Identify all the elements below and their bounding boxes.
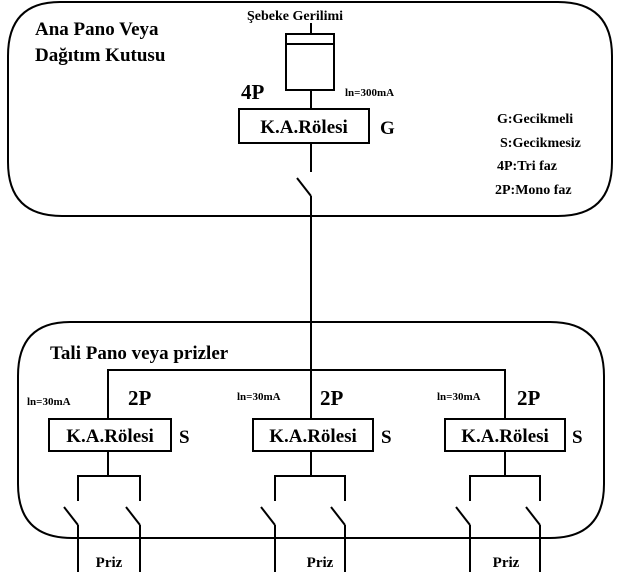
- branch-rcd-relay-label: K.A.Rölesi: [66, 426, 154, 447]
- branch-poles: 2P: [517, 386, 541, 410]
- branch-split-line: [274, 475, 346, 501]
- branch-3: ln=30mA 2P K.A.Rölesi S Priz: [437, 386, 583, 572]
- legend: G:Gecikmeli S:Gecikmesiz 4P:Tri faz 2P:M…: [495, 112, 581, 198]
- branch-split-line: [77, 475, 141, 501]
- supply-voltage-label: Şebeke Gerilimi: [247, 9, 343, 24]
- branch-rated-current: ln=30mA: [27, 396, 71, 408]
- outlet-switch-right: [330, 506, 346, 526]
- main-relay-type: G: [380, 118, 395, 139]
- outlet-label: Priz: [96, 555, 123, 571]
- sub-panel-border: [17, 321, 605, 539]
- main-panel-border: [7, 1, 613, 217]
- branch-rcd-relay-label: K.A.Rölesi: [269, 426, 357, 447]
- branch-relay-type: S: [179, 427, 190, 448]
- main-breaker: [285, 33, 335, 91]
- outlet-switch-right: [525, 506, 541, 526]
- sub-distribution-bus: [107, 369, 506, 390]
- branch-poles: 2P: [320, 386, 344, 410]
- branch-1: ln=30mA 2P K.A.Rölesi S Priz: [27, 386, 190, 572]
- branch-rcd-relay-label: K.A.Rölesi: [461, 426, 549, 447]
- legend-instant: S:Gecikmesiz: [500, 136, 581, 151]
- main-switch: [296, 177, 312, 197]
- branch-rated-current: ln=30mA: [237, 391, 281, 403]
- branch-split-line: [469, 475, 541, 501]
- branch-rcd-relay-box: [444, 418, 566, 452]
- outlet-label: Priz: [307, 555, 334, 571]
- legend-three-phase: 4P:Tri faz: [497, 159, 557, 174]
- branch-rcd-relay-box: [252, 418, 374, 452]
- main-panel-title-line1: Ana Pano Veya: [35, 19, 159, 40]
- branch-rated-current: ln=30mA: [437, 391, 481, 403]
- outlet-switch-left: [260, 506, 276, 526]
- main-breaker-poles: 4P: [241, 80, 265, 104]
- outlet-switch-left: [455, 506, 471, 526]
- main-rcd-relay-box: [238, 108, 370, 144]
- main-rated-current: ln=300mA: [345, 87, 394, 99]
- branch-rcd-relay-box: [48, 418, 172, 452]
- legend-single-phase: 2P:Mono faz: [495, 183, 572, 198]
- sub-panel: Tali Pano veya prizler ln=30mA 2P K.A.Rö…: [17, 321, 605, 572]
- branch-poles: 2P: [128, 386, 152, 410]
- branch-relay-type: S: [381, 427, 392, 448]
- outlet-label: Priz: [493, 555, 520, 571]
- sub-panel-title: Tali Pano veya prizler: [50, 343, 229, 364]
- legend-delayed: G:Gecikmeli: [497, 112, 573, 127]
- branch-2: ln=30mA 2P K.A.Rölesi S Priz: [237, 370, 392, 572]
- branch-relay-type: S: [572, 427, 583, 448]
- outlet-switch-left: [63, 506, 79, 526]
- main-panel: Ana Pano Veya Dağıtım Kutusu Şebeke Geri…: [7, 1, 613, 217]
- main-rcd-relay-label: K.A.Rölesi: [260, 117, 348, 138]
- main-panel-title-line2: Dağıtım Kutusu: [35, 45, 166, 66]
- outlet-switch-right: [125, 506, 141, 526]
